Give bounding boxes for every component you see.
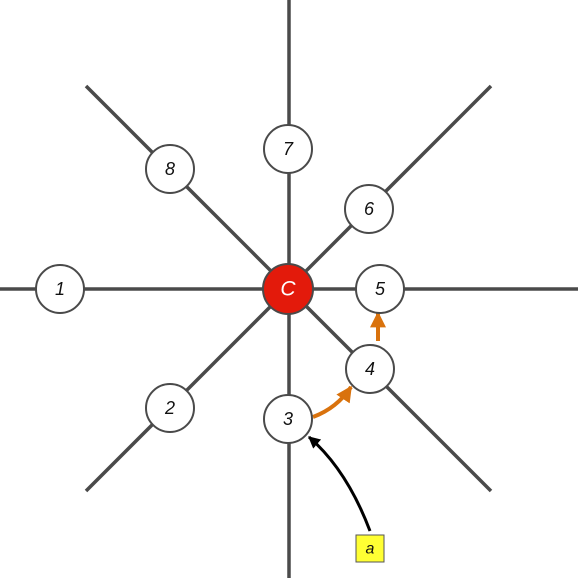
tag: a — [355, 534, 385, 563]
tag-box — [355, 534, 385, 563]
node-3: 3 — [263, 394, 313, 444]
node-2-label: 2 — [164, 398, 175, 418]
node-4: 4 — [345, 344, 395, 394]
center-node-circle — [262, 263, 314, 315]
node-2-circle — [145, 383, 195, 433]
node-3-label: 3 — [283, 409, 293, 429]
path-arrows — [312, 311, 386, 419]
node-6: 6 — [344, 184, 394, 234]
pointer-arrow-tag-to-node-3 — [308, 435, 372, 532]
node-1-circle — [35, 264, 85, 314]
node-6-label: 6 — [364, 199, 375, 219]
node-8-circle — [145, 144, 195, 194]
node-1-label: 1 — [55, 279, 65, 299]
node-1: 1 — [35, 264, 85, 314]
path-arrow-3-to-4 — [312, 385, 353, 419]
node-5: 5 — [355, 264, 405, 314]
node-4-circle — [345, 344, 395, 394]
node-5-circle — [355, 264, 405, 314]
node-3-circle — [263, 394, 313, 444]
node-5-label: 5 — [375, 279, 386, 299]
node-8-label: 8 — [165, 159, 175, 179]
center-node-label: C — [280, 278, 296, 301]
node-7-label: 7 — [283, 139, 294, 159]
center-node: C — [262, 263, 314, 315]
node-7: 7 — [263, 124, 313, 174]
node-4-label: 4 — [365, 359, 375, 379]
node-7-circle — [263, 124, 313, 174]
node-8: 8 — [145, 144, 195, 194]
tag-label: a — [366, 541, 375, 558]
node-6-circle — [344, 184, 394, 234]
node-2: 2 — [145, 383, 195, 433]
